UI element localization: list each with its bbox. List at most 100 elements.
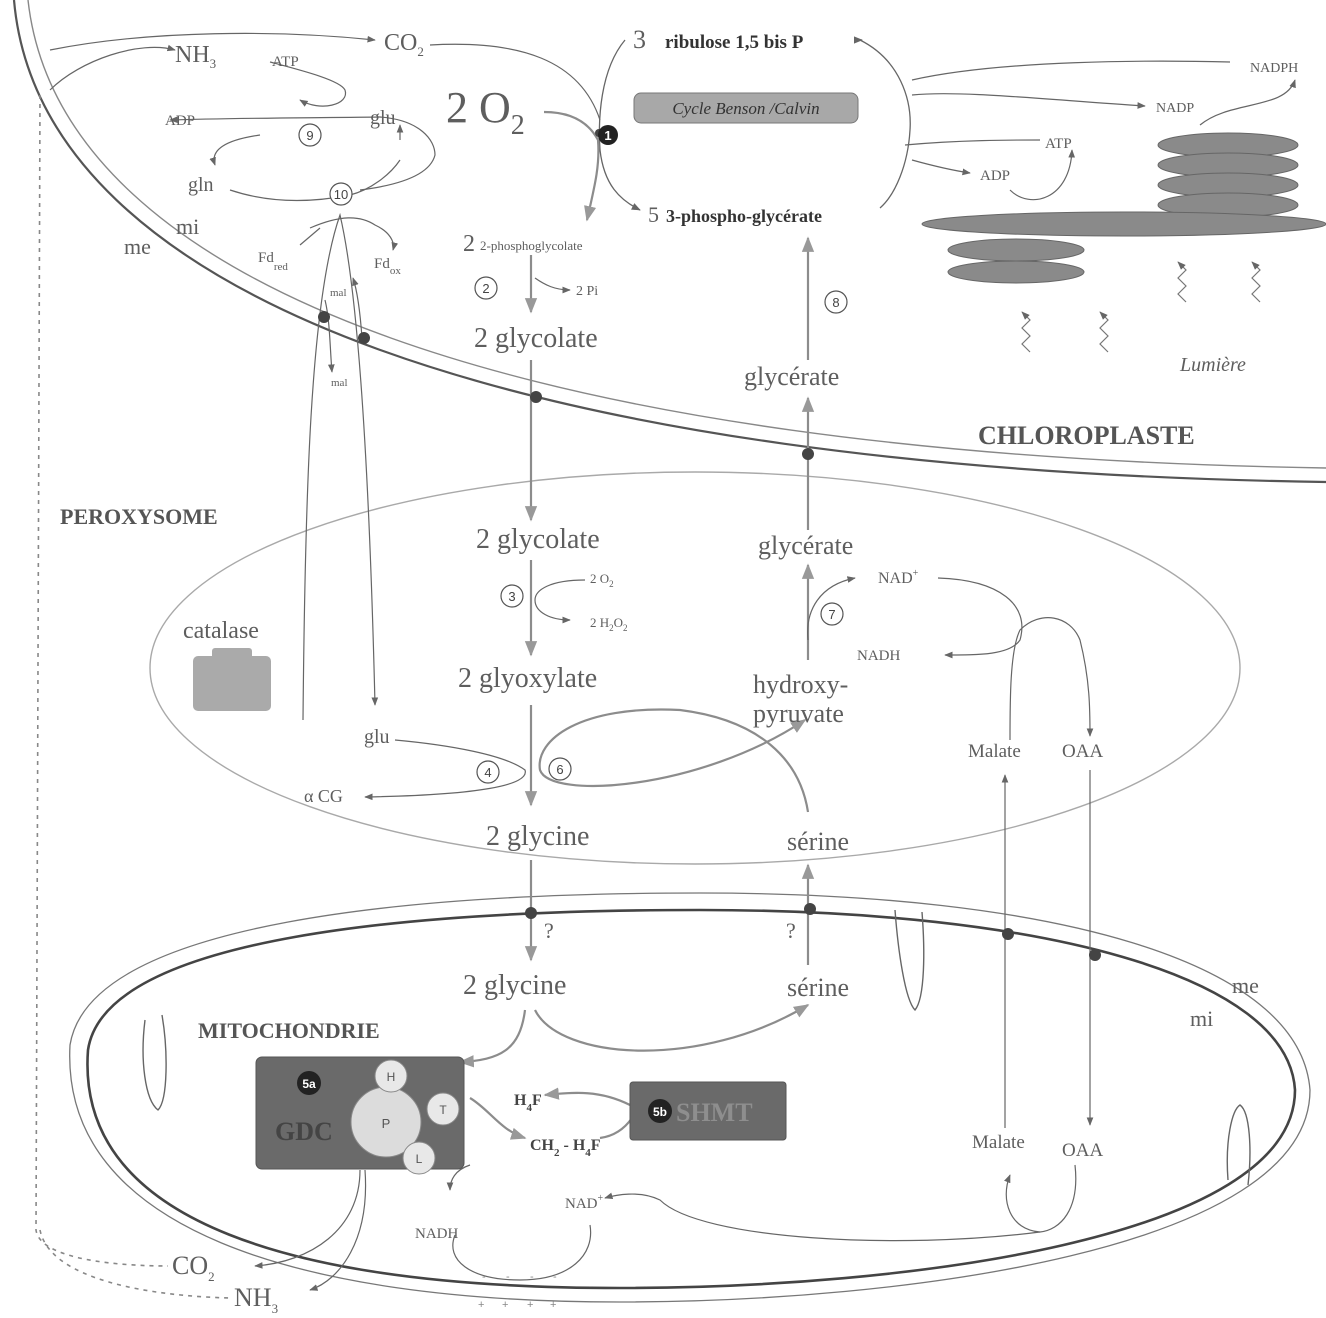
secondary-arrows (254, 277, 1094, 1291)
me-chloro: me (124, 234, 151, 259)
chloro-arrows (49, 32, 1296, 251)
glycerate-perox: glycérate (758, 531, 853, 560)
chloroplast-envelope (12, 0, 1326, 484)
svg-text:5a: 5a (302, 1077, 316, 1091)
atp-right: ATP (1045, 136, 1072, 152)
svg-text:-: - (506, 1271, 510, 1283)
thylakoid-stacks (921, 132, 1326, 284)
glycolate-perox: 2 glycolate (476, 524, 600, 555)
mi-chloro: mi (176, 214, 199, 239)
svg-text:5b: 5b (653, 1105, 667, 1119)
svg-text:6: 6 (556, 762, 563, 777)
nad-plus-mito: NAD+ (565, 1193, 604, 1212)
hydroxy1: hydroxy- (753, 670, 848, 699)
svg-text:-: - (482, 1271, 486, 1283)
svg-text:T: T (439, 1103, 447, 1117)
adp-left: ADP (165, 113, 195, 129)
enzyme-circles (298, 123, 848, 784)
nadh-mito: NADH (415, 1226, 458, 1242)
gln-chloro: gln (188, 174, 214, 196)
mitochondria-title: MITOCHONDRIE (198, 1018, 380, 1043)
malate-perox: Malate (968, 741, 1021, 762)
glycolate-chloro: 2 glycolate (474, 323, 598, 354)
shmt-complex: 5b SHMT (629, 1081, 787, 1141)
oaa-mito: OAA (1062, 1140, 1103, 1161)
svg-text:+: + (478, 1299, 484, 1311)
peroxisome-title: PEROXYSOME (60, 504, 218, 529)
question-left: ? (544, 918, 554, 943)
catalase-label: catalase (183, 618, 259, 644)
benson-calvin-label: Cycle Benson /Calvin (672, 99, 819, 118)
svg-text:L: L (416, 1152, 423, 1166)
phosphoglycolate-coef: 2 (463, 231, 475, 257)
shmt-label: SHMT (676, 1098, 753, 1127)
mitochondria-membranes (69, 892, 1311, 1303)
mi-mito: mi (1190, 1006, 1213, 1031)
ribulose-coef: 3 (633, 25, 646, 54)
svg-text:2: 2 (482, 281, 489, 296)
adp-right: ADP (980, 168, 1010, 184)
fd-ox: Fdox (374, 256, 401, 277)
folate-labels: H4F CH2 - H4F (514, 1092, 601, 1159)
malate-shuttle (302, 212, 379, 721)
glu-perox: glu (364, 726, 390, 748)
svg-text:10: 10 (334, 187, 348, 202)
svg-text:9: 9 (306, 128, 313, 143)
phosphoglycolate: 2-phosphoglycolate (480, 238, 583, 253)
acg: α CG (304, 786, 343, 806)
mal-top: mal (330, 287, 347, 299)
pga: 3-phospho-glycérate (666, 206, 822, 226)
question-right: ? (786, 918, 796, 943)
nad-plus-perox: NAD+ (878, 568, 919, 587)
gdc-label: GDC (275, 1117, 333, 1146)
calvin-cycle-loop (598, 36, 911, 211)
svg-text:+: + (527, 1299, 533, 1311)
fd-red: Fdred (258, 250, 288, 273)
atp-left: ATP (272, 54, 299, 70)
light-rays (1021, 261, 1261, 353)
two-o2: 2 O2 (446, 83, 525, 141)
serine-mito: sérine (787, 973, 849, 1002)
svg-text:+: + (502, 1299, 508, 1311)
nh3-mito: NH3 (234, 1283, 278, 1316)
svg-text:P: P (382, 1116, 391, 1131)
dashed-transport-lines (35, 94, 231, 1299)
nadph: NADPH (1250, 61, 1298, 76)
svg-text:+: + (550, 1299, 556, 1311)
me-mito: me (1232, 973, 1259, 998)
oaa-perox: OAA (1062, 741, 1103, 762)
svg-text:H: H (387, 1070, 396, 1084)
svg-text:1: 1 (604, 128, 611, 143)
serine-perox: sérine (787, 827, 849, 856)
membrane-charge-marks: - - - - + + + + (478, 1271, 557, 1311)
o2-perox: 2 O2 (590, 571, 614, 589)
light: Lumière (1179, 354, 1246, 376)
svg-text:4: 4 (484, 765, 491, 780)
nadp: NADP (1156, 101, 1194, 116)
glycine-perox: 2 glycine (486, 821, 589, 852)
co2-mito: CO2 (172, 1251, 215, 1284)
glu-chloro: glu (370, 107, 396, 129)
hydroxy2: pyruvate (753, 699, 844, 728)
svg-text:3: 3 (508, 589, 515, 604)
labels: NH3 CO2 ATP ADP glu gln me mi Fdred Fdox… (60, 25, 1298, 1316)
mal-bottom: mal (331, 377, 348, 389)
h2o2-perox: 2 H2O2 (590, 615, 628, 633)
chloroplast-title: CHLOROPLASTE (978, 421, 1195, 450)
glycerate-chloro: glycérate (744, 362, 839, 391)
svg-text:-: - (530, 1271, 534, 1283)
svg-text:8: 8 (832, 295, 839, 310)
catalase-icon (193, 648, 271, 711)
ch2h4f-label: CH2 - H4F (530, 1137, 601, 1159)
benson-calvin-box: Cycle Benson /Calvin (633, 92, 859, 124)
svg-text:-: - (553, 1271, 557, 1283)
enzyme-1-badge: 1 (598, 125, 618, 145)
main-path-arrows (458, 110, 815, 1140)
co2-top: CO2 (384, 30, 424, 59)
nadh-perox: NADH (857, 648, 900, 664)
pga-coef: 5 (648, 202, 659, 227)
malate-mito: Malate (972, 1132, 1025, 1153)
enzyme-circle-labels: 9 10 2 3 4 6 7 8 (306, 128, 839, 780)
svg-text:7: 7 (828, 607, 835, 622)
